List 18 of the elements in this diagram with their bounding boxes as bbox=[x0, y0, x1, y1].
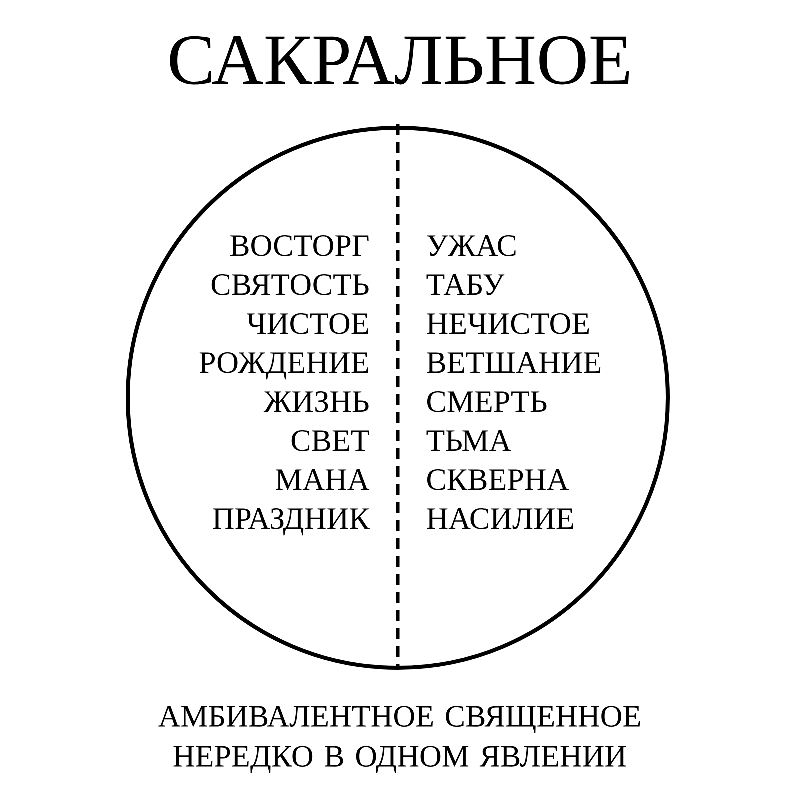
word: ПРАЗДНИК bbox=[213, 508, 370, 536]
word: ЧИСТОЕ bbox=[247, 313, 368, 334]
word: СВЕТ bbox=[292, 430, 370, 452]
word: НАСИЛИЕ bbox=[427, 508, 574, 530]
title: САКРАЛЬНОЕ bbox=[170, 36, 630, 85]
word: НЕЧИСТОЕ bbox=[427, 313, 590, 334]
word: СКВЕРНА bbox=[427, 469, 569, 490]
word: ТЬМА bbox=[426, 430, 512, 451]
caption: АМБИВАЛЕНТНОЕ СВЯЩЕННОЕ НЕРЕДКО В ОДНОМ ЯВЛЕНИИ bbox=[158, 706, 640, 774]
word: ЖИЗНЬ bbox=[264, 391, 369, 412]
word: ВОСТОРГ bbox=[230, 235, 369, 256]
word: РОЖДЕНИЕ bbox=[200, 352, 368, 380]
word: СМЕРТЬ bbox=[427, 391, 547, 412]
word: УЖАС bbox=[427, 235, 516, 256]
word: ВЕТШАНИЕ bbox=[427, 352, 601, 374]
word: МАНА bbox=[276, 470, 370, 490]
word: ТАБУ bbox=[426, 274, 505, 296]
word: СВЯТОСТЬ bbox=[212, 274, 369, 296]
